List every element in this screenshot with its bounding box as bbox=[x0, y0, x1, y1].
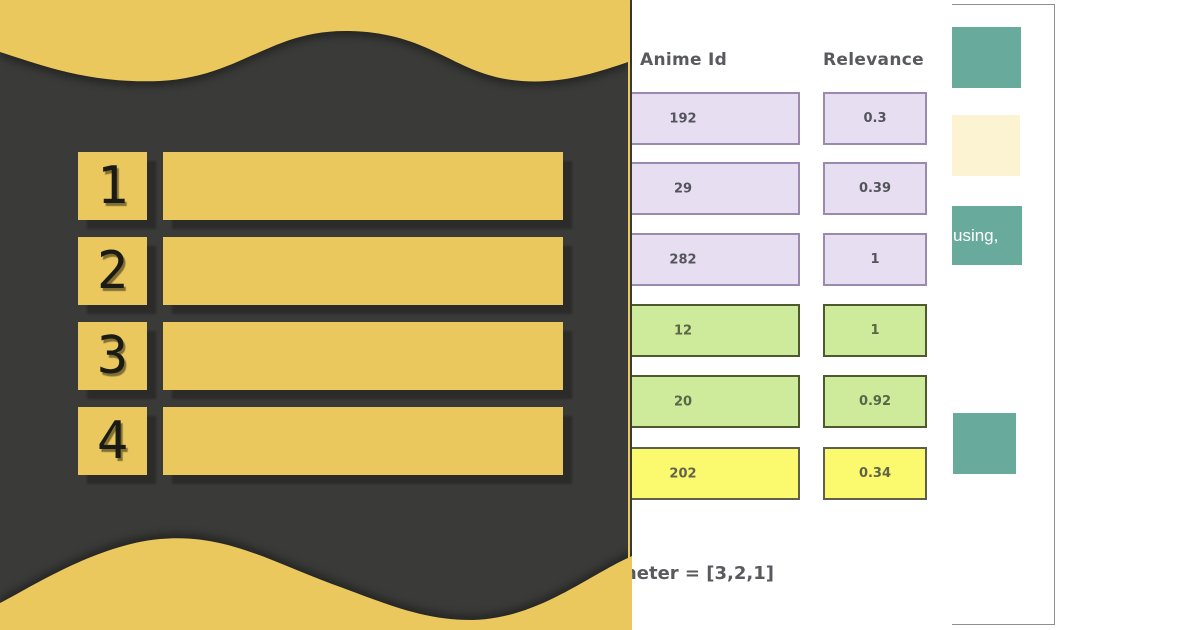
relevance-value: 0.39 bbox=[858, 181, 892, 196]
number-tile: 4 bbox=[78, 407, 147, 475]
anime-id-value: 29 bbox=[673, 181, 693, 196]
cream-color-swatch bbox=[952, 115, 1020, 176]
anime-id-value: 12 bbox=[673, 323, 693, 338]
table-row: 12 1 bbox=[632, 304, 1200, 357]
yellow-edge-stripe bbox=[628, 0, 630, 630]
teal-color-swatch bbox=[953, 413, 1016, 474]
list-item: 4 bbox=[0, 407, 632, 475]
anime-id-cell: 12 bbox=[632, 304, 800, 357]
relevance-value: 1 bbox=[870, 323, 880, 338]
relevance-value: 1 bbox=[870, 252, 880, 267]
relevance-cell: 0.92 bbox=[823, 375, 927, 428]
top-wave-shape bbox=[0, 0, 628, 82]
blank-list-bar bbox=[163, 407, 563, 475]
relevance-cell: 0.39 bbox=[823, 162, 927, 215]
relevance-cell: 0.34 bbox=[823, 447, 927, 500]
blank-list-bar bbox=[163, 237, 563, 305]
table-row: 202 0.34 bbox=[632, 447, 1200, 500]
anime-id-cell: 192 bbox=[632, 92, 800, 145]
table-row: 282 1 bbox=[632, 233, 1200, 286]
list-item: 2 bbox=[0, 237, 632, 305]
number-tile: 3 bbox=[78, 322, 147, 390]
list-item: 1 bbox=[0, 152, 632, 220]
page-edge-border bbox=[952, 4, 1055, 625]
relevance-cell: 1 bbox=[823, 233, 927, 286]
anime-id-cell: 29 bbox=[632, 162, 800, 215]
list-item: 3 bbox=[0, 322, 632, 390]
anime-id-value: 202 bbox=[669, 466, 697, 481]
blank-list-bar bbox=[163, 322, 563, 390]
anime-id-value: 282 bbox=[669, 252, 697, 267]
relevance-cell: 1 bbox=[823, 304, 927, 357]
relevance-cell: 0.3 bbox=[823, 92, 927, 145]
number-tile: 2 bbox=[78, 237, 147, 305]
parameter-caption: meter = [3,2,1] bbox=[632, 563, 774, 584]
bottom-wave-shape bbox=[0, 538, 632, 630]
column-header-anime-id: Anime Id bbox=[640, 50, 728, 70]
table-row: 20 0.92 bbox=[632, 375, 1200, 428]
column-header-relevance: Relevance bbox=[823, 50, 924, 70]
teal-color-swatch bbox=[952, 27, 1021, 88]
anime-id-cell: 282 bbox=[632, 233, 800, 286]
webpage-fragment: Anime Id Relevance 192 0.3 29 0.39 282 1… bbox=[632, 0, 1200, 630]
relevance-value: 0.34 bbox=[858, 466, 892, 481]
table-row: 192 0.3 bbox=[632, 92, 1200, 145]
anime-id-value: 20 bbox=[673, 394, 693, 409]
table-row: 29 0.39 bbox=[632, 162, 1200, 215]
anime-id-cell: 20 bbox=[632, 375, 800, 428]
relevance-value: 0.92 bbox=[858, 394, 892, 409]
blank-list-bar bbox=[163, 152, 563, 220]
anime-id-cell: 202 bbox=[632, 447, 800, 500]
relevance-value: 0.3 bbox=[863, 111, 887, 126]
left-graphic-panel: 1 2 3 4 bbox=[0, 0, 632, 630]
anime-id-value: 192 bbox=[669, 111, 697, 126]
number-tile: 1 bbox=[78, 152, 147, 220]
using-label-badge: using, bbox=[952, 206, 1022, 265]
